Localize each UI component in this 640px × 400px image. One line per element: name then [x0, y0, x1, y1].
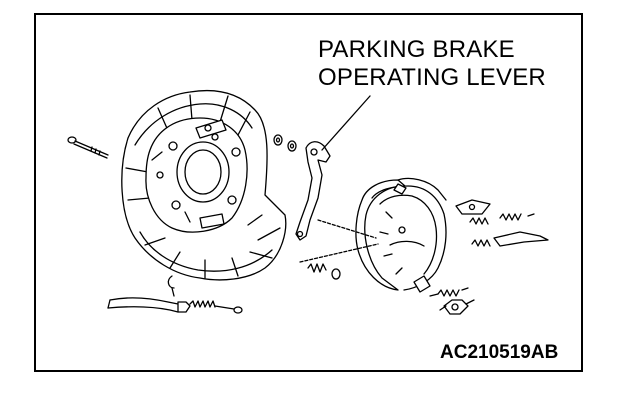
lever-washers — [273, 134, 297, 152]
figure-code: AC210519AB — [440, 342, 559, 363]
bolt — [67, 136, 109, 159]
hold-down-springs — [307, 263, 341, 280]
callout-label: PARKING BRAKE OPERATING LEVER — [318, 36, 546, 92]
callout-leader-line — [321, 95, 371, 151]
brake-shoe-assembly — [355, 177, 447, 293]
adjuster-assembly — [439, 299, 475, 315]
callout-line-1: PARKING BRAKE — [318, 36, 515, 63]
adjuster-lever — [471, 231, 549, 247]
shoe-return-spring-upper — [469, 213, 535, 225]
retainer-plate — [455, 199, 491, 215]
parking-brake-cable — [107, 275, 243, 314]
backing-plate — [145, 117, 248, 233]
alignment-lines — [299, 219, 379, 263]
parking-brake-operating-lever — [295, 141, 331, 241]
adjuster-spring — [429, 287, 469, 297]
callout-line-2: OPERATING LEVER — [318, 64, 546, 91]
